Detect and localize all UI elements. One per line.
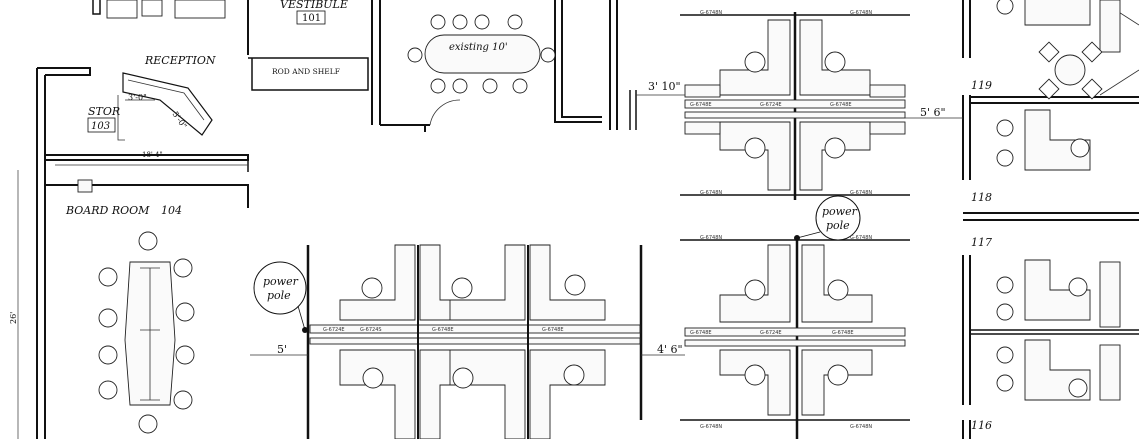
dim-3-0: 3'-0" xyxy=(128,93,147,102)
power-pole-1-line1: power xyxy=(263,275,299,288)
room-118-label: 118 xyxy=(971,191,992,204)
dim-18-4: 18' 4" xyxy=(142,151,163,159)
workstation-cluster-lower-right xyxy=(680,235,910,439)
board-room-name: BOARD ROOM xyxy=(65,204,150,217)
workstation-cluster-upper-right xyxy=(680,12,910,200)
board-room-table xyxy=(98,231,195,434)
svg-text:G-6748E: G-6748E xyxy=(832,330,854,336)
power-pole-callout-2 xyxy=(796,195,861,241)
svg-text:G-6748N: G-6748N xyxy=(700,424,722,430)
panel-codes: G-6724E G-6724S G-6748E G-6748E G-6748E … xyxy=(323,10,872,430)
svg-text:G-6748N: G-6748N xyxy=(700,190,722,196)
dim-3-10: 3' 10" xyxy=(648,80,681,93)
vestibule-number: 101 xyxy=(302,13,321,24)
dim-5: 5' xyxy=(277,343,287,356)
svg-text:G-6724E: G-6724E xyxy=(760,330,782,336)
rod-and-shelf-label: ROD AND SHELF xyxy=(272,67,340,76)
svg-text:G-6748N: G-6748N xyxy=(850,10,872,16)
right-offices-furniture xyxy=(996,0,1121,401)
vestibule-name: VESTIBULE xyxy=(280,0,348,11)
power-pole-2-line1: power xyxy=(822,205,858,218)
round-table-119 xyxy=(1038,41,1103,100)
power-pole-callout-1 xyxy=(253,261,307,331)
svg-text:G-6724E: G-6724E xyxy=(323,327,345,333)
dim-5-6: 5' 6" xyxy=(920,106,946,119)
power-pole-2-line2: pole xyxy=(826,219,850,232)
svg-text:G-6748N: G-6748N xyxy=(700,10,722,16)
svg-text:G-6724S: G-6724S xyxy=(360,327,382,333)
workstation-cluster-lower-left xyxy=(302,244,643,439)
room-119-label: 119 xyxy=(971,79,992,92)
conference-table xyxy=(407,14,556,94)
dim-4-6: 4' 6" xyxy=(657,343,683,356)
board-room-number: 104 xyxy=(161,204,182,217)
reception-area xyxy=(77,0,226,193)
stor-number: 103 xyxy=(91,121,110,132)
svg-text:G-6748E: G-6748E xyxy=(690,102,712,108)
reception-name: RECEPTION xyxy=(144,54,216,67)
stor-name: STOR xyxy=(88,105,120,118)
dim-5-0: 5'-0" xyxy=(170,110,188,131)
svg-text:G-6724E: G-6724E xyxy=(760,102,782,108)
svg-text:G-6748E: G-6748E xyxy=(432,327,454,333)
svg-text:G-6748N: G-6748N xyxy=(850,424,872,430)
dim-26: 26' xyxy=(9,312,18,324)
svg-text:G-6748N: G-6748N xyxy=(700,235,722,241)
power-pole-1-line2: pole xyxy=(267,289,291,302)
svg-text:G-6748N: G-6748N xyxy=(850,235,872,241)
dimension-lines xyxy=(17,94,963,439)
room-116-label: 116 xyxy=(971,419,992,432)
svg-text:G-6748E: G-6748E xyxy=(690,330,712,336)
svg-text:G-6748E: G-6748E xyxy=(830,102,852,108)
existing-table-label: existing 10' xyxy=(449,42,508,53)
structural-walls xyxy=(36,0,1139,439)
svg-text:G-6748N: G-6748N xyxy=(850,190,872,196)
svg-text:G-6748E: G-6748E xyxy=(542,327,564,333)
room-117-label: 117 xyxy=(971,236,992,249)
